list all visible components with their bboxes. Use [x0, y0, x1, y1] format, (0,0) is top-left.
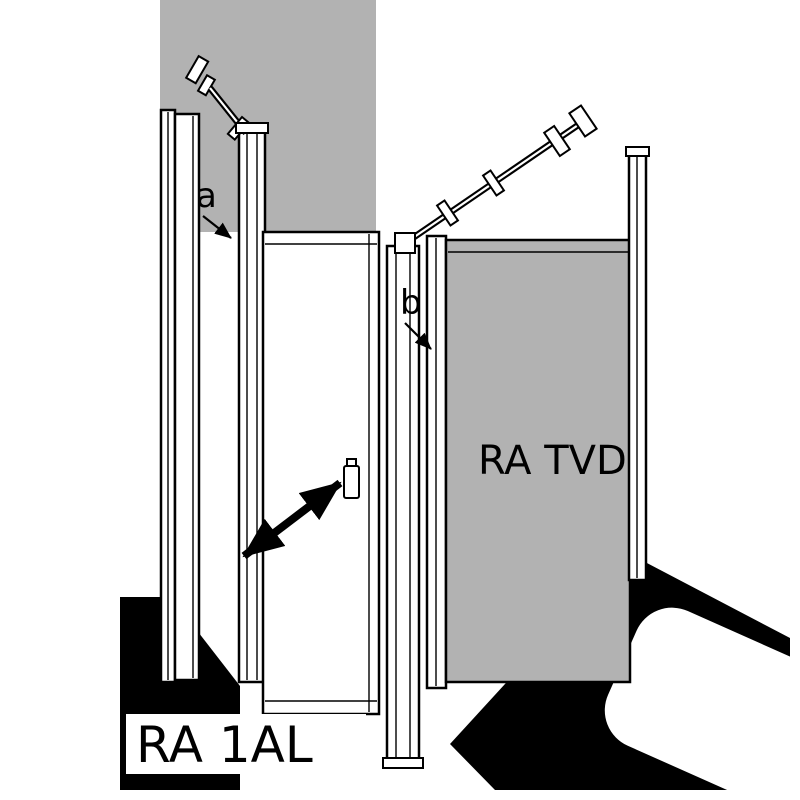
side-panel-model-label: RA TVD [478, 438, 627, 484]
dimension-b-label: b [400, 283, 422, 323]
margin-bottom [0, 790, 800, 800]
support-bar-clamp-1 [435, 199, 460, 227]
support-bar-clamp-3 [542, 124, 572, 158]
side-panel-glass [444, 238, 632, 684]
pivot-panel-foot [382, 757, 424, 769]
door-model-label-box [126, 714, 366, 774]
fixed-panel-glass [173, 112, 201, 682]
door-swing-arrow [241, 479, 343, 560]
door-glass [261, 230, 381, 716]
pivot-panel-glass [385, 244, 421, 766]
side-panel-assembly [425, 146, 650, 690]
door-assembly [159, 108, 381, 716]
support-bar-wall-anchor [567, 104, 599, 138]
pivot-panel [382, 244, 424, 769]
dimension-a: a [196, 176, 232, 239]
support-bar-panel-bracket [394, 232, 416, 254]
hinge-post [237, 124, 267, 684]
wall-profile-right-cap [625, 146, 650, 157]
support-bar-clamp-2 [481, 169, 506, 197]
wall-anchor-bolt [184, 54, 210, 85]
dimension-a-arrow [202, 215, 232, 239]
dimension-b-arrow [404, 322, 432, 350]
hinge-post-cap [235, 122, 269, 134]
door-handle [343, 458, 360, 499]
wall-bracket-hardware-left [184, 54, 269, 142]
door-model-label: RA 1AL [136, 716, 313, 774]
margin-right [790, 0, 800, 800]
door-handle-knob [343, 465, 360, 499]
wall-anchor-sleeve [196, 73, 217, 97]
dimension-b: b [400, 283, 432, 350]
dimension-a-label: a [196, 176, 217, 216]
support-bar-right [394, 104, 599, 254]
